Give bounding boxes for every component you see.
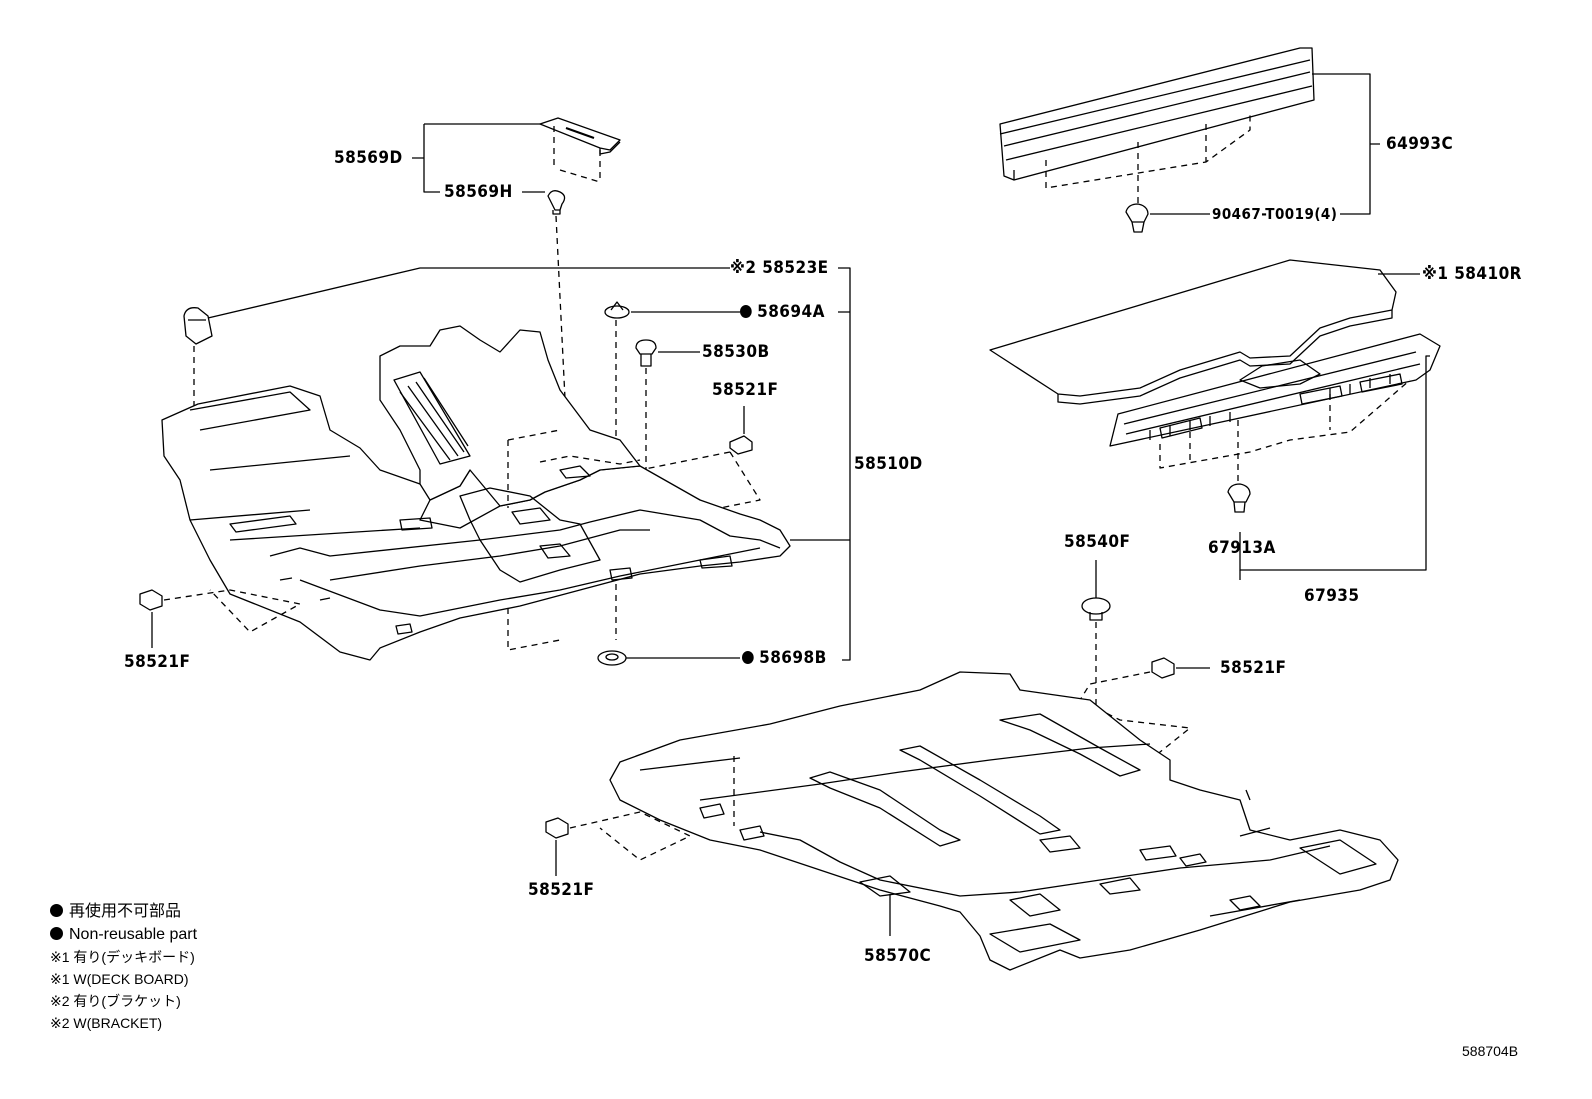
label-58540f: 58540F (1064, 532, 1131, 552)
legend-note2-en: ※2 W(BRACKET) (50, 1015, 163, 1031)
clip-90467-illustration (1125, 203, 1149, 233)
clip-58521f-right-illustration (1151, 657, 1175, 679)
clip-67913a-illustration (1227, 483, 1251, 513)
legend-note1-jp: ※1 有り(デッキボード) (50, 949, 195, 965)
clip-58540f-illustration (1081, 597, 1111, 621)
grommet-58698b-illustration (597, 650, 627, 666)
label-67913a: 67913A (1208, 538, 1276, 558)
clip-58521f-bottom-illustration (545, 817, 569, 839)
scuff-plate-67935-illustration (1109, 333, 1441, 447)
deck-board-58410r-illustration (989, 259, 1397, 405)
label-58530b: 58530B (702, 342, 770, 362)
legend-note1-en: ※1 W(DECK BOARD) (50, 971, 189, 987)
legend-line-1: 再使用不可部品 (69, 903, 182, 920)
clip-58569h-illustration (547, 190, 566, 215)
legend-note2-jp: ※2 有り(ブラケット) (50, 993, 181, 1009)
label-58521f-upper: 58521F (712, 380, 779, 400)
label-58410r: ※1 58410R (1422, 264, 1522, 284)
legend-non-reusable-en: Non-reusable part (50, 923, 197, 946)
label-58521f-right: 58521F (1220, 658, 1287, 678)
clip-58521f-upper-illustration (729, 435, 753, 455)
front-floor-carpet-illustration (161, 325, 791, 661)
clip-58694a-illustration (604, 301, 630, 319)
non-reusable-dot-icon (50, 927, 63, 940)
label-58694a-text: 58694A (757, 302, 825, 322)
non-reusable-dot-icon (740, 305, 752, 318)
label-58698b-text: 58698B (759, 648, 827, 668)
legend-non-reusable-jp: 再使用不可部品 (50, 900, 197, 923)
label-58521f-bottom: 58521F (528, 880, 595, 900)
non-reusable-dot-icon (50, 904, 63, 917)
label-90467-t0019: 90467-T0019(4) (1212, 205, 1338, 223)
label-64993c: 64993C (1386, 134, 1454, 154)
clip-58521f-left-illustration (139, 589, 163, 611)
deck-panel-64993c-illustration (999, 47, 1315, 181)
legend: 再使用不可部品 Non-reusable part ※1 有り(デッキボード) … (50, 900, 197, 1034)
diagram-id: 588704B (1462, 1043, 1519, 1059)
label-58569h: 58569H (444, 182, 513, 202)
label-58523e: ※2 58523E (730, 258, 829, 278)
rear-floor-carpet-illustration (609, 671, 1399, 971)
label-58510d: 58510D (854, 454, 923, 474)
label-58569d: 58569D (334, 148, 403, 168)
bracket-58523e-illustration (183, 307, 213, 345)
label-58570c: 58570C (864, 946, 932, 966)
label-67935: 67935 (1304, 586, 1360, 606)
plate-58569d-illustration (539, 117, 621, 183)
label-58698b: 58698B (742, 648, 827, 668)
label-58694a: 58694A (740, 302, 825, 322)
label-58521f-left: 58521F (124, 652, 191, 672)
clip-58530b-illustration (635, 339, 657, 367)
non-reusable-dot-icon (742, 651, 754, 664)
legend-line-2: Non-reusable part (69, 926, 198, 943)
